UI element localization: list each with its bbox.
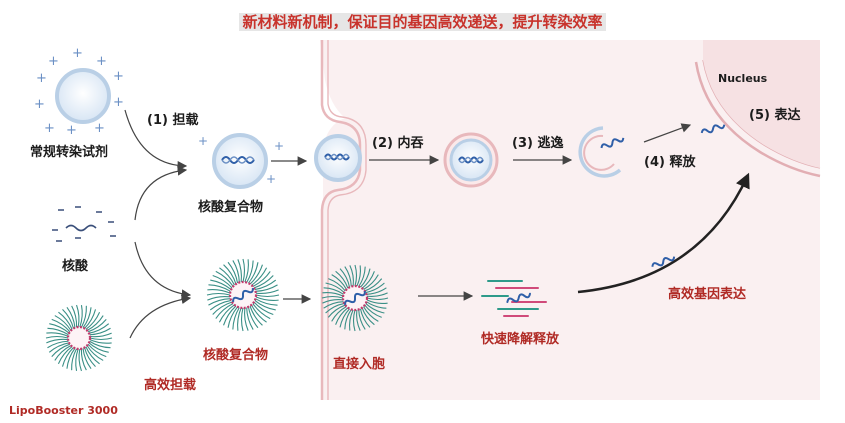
nucleus-label: Nucleus	[718, 72, 768, 85]
svg-text:+: +	[36, 71, 47, 86]
expression-arrow	[577, 172, 750, 294]
complex-top-vesicle: + + +	[198, 133, 284, 189]
svg-text:+: +	[96, 54, 107, 69]
arrow-to-release	[643, 123, 692, 143]
svg-text:+: +	[198, 134, 208, 148]
complex-bottom-label: 核酸复合物	[203, 348, 269, 363]
cell-body	[320, 40, 820, 400]
step-escape-label: (3) 逃逸	[512, 136, 564, 151]
escape-vesicle	[578, 126, 625, 178]
cell-membrane-inner	[327, 40, 367, 400]
degraded-strands	[481, 280, 547, 317]
svg-text:+: +	[94, 121, 105, 136]
svg-text:+: +	[66, 123, 77, 138]
headline: 新材料新机制，保证目的基因高效递送，提升转染效率	[0, 11, 845, 32]
step-load-label: (1) 担载	[147, 113, 199, 128]
released-dna	[700, 124, 726, 134]
product-name: LipoBooster 3000	[9, 404, 118, 417]
nucleic-acid-label: 核酸	[62, 259, 89, 274]
svg-text:+: +	[48, 54, 59, 69]
nucleus-envelope	[694, 61, 821, 178]
step-release-label: (4) 释放	[644, 155, 696, 170]
step-express-label: (5) 表达	[749, 108, 801, 123]
nucleus-fill	[703, 40, 820, 168]
svg-text:+: +	[266, 172, 276, 186]
complex-top-label: 核酸复合物	[198, 200, 264, 215]
efficient-expression-label: 高效基因表达	[668, 287, 747, 302]
svg-text:+: +	[113, 95, 124, 110]
svg-text:+: +	[72, 46, 83, 61]
svg-text:+: +	[34, 97, 45, 112]
fast-release-label: 快速降解释放	[481, 332, 560, 347]
expression-dna	[651, 256, 676, 267]
arrow-booster-to-complex	[129, 294, 192, 339]
direct-entry-label: 直接入胞	[333, 357, 386, 372]
nucleic-acid-strands	[52, 206, 116, 242]
efficient-loading-label: 高效担载	[144, 378, 197, 393]
booster-nanoparticle	[45, 304, 113, 372]
complex-bottom-particle	[206, 258, 280, 332]
arrow-acid-to-complex-bottom	[134, 241, 192, 299]
conventional-liposome: +++ +++ ++++	[34, 46, 124, 138]
step-endocytosis-label: (2) 内吞	[372, 136, 424, 151]
svg-text:+: +	[274, 139, 284, 153]
svg-text:+: +	[113, 69, 124, 84]
entry-particle	[321, 264, 389, 332]
svg-text:+: +	[44, 121, 55, 136]
endosome	[443, 132, 499, 188]
arrow-reagent-to-complex	[124, 109, 188, 171]
endocytosis-vesicle	[314, 134, 362, 182]
arrow-acid-to-complex-top	[134, 166, 188, 221]
conventional-reagent-label: 常规转染试剂	[30, 145, 109, 160]
